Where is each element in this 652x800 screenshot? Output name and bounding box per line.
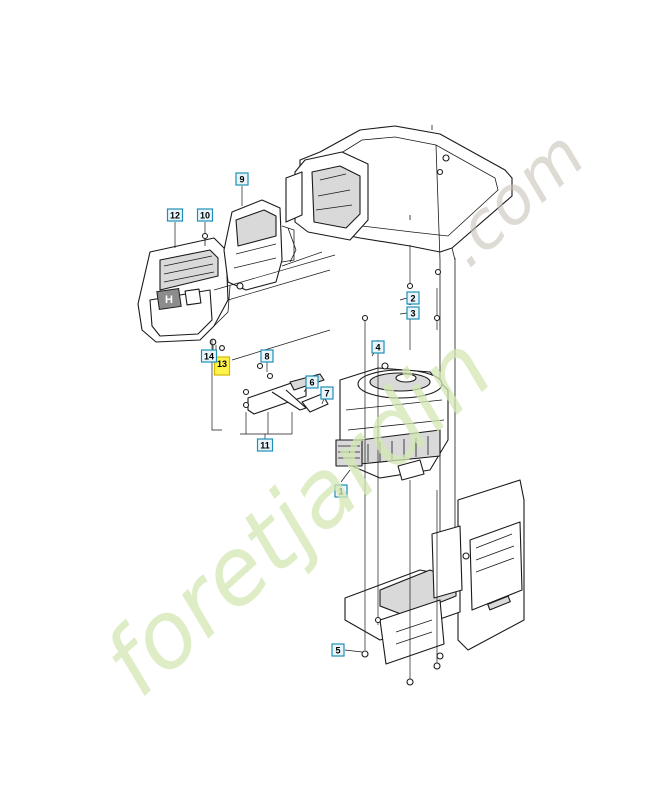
callout-7: 7	[320, 386, 334, 400]
callout-3: 3	[406, 306, 420, 320]
callout-text-12: 12	[170, 211, 180, 221]
callout-13: 13	[213, 356, 231, 376]
callout-text-3: 3	[410, 309, 415, 319]
projection-lines	[211, 251, 336, 431]
callout-box-5	[331, 643, 345, 657]
callout-box-9	[235, 172, 249, 186]
callout-text-2: 2	[410, 294, 415, 304]
mounting-bracket	[285, 151, 369, 263]
callout-box-11	[256, 438, 274, 452]
engine	[335, 362, 449, 481]
callout-9: 9	[235, 172, 249, 186]
callout-4: 4	[371, 340, 385, 354]
callout-14: 14	[200, 349, 218, 363]
callout-box-12	[166, 208, 184, 222]
callout-text-9: 9	[239, 175, 244, 185]
callout-5: 5	[331, 643, 345, 657]
callout-text-4: 4	[375, 343, 380, 353]
callout-11: 11	[256, 438, 274, 452]
callout-2: 2	[406, 291, 420, 305]
callout-box-8	[260, 349, 274, 363]
callout-box-7	[320, 386, 334, 400]
callout-1: 1	[334, 484, 348, 498]
callout-box-13	[213, 356, 231, 376]
callout-text-1: 1	[338, 487, 343, 497]
callout-text-5: 5	[335, 646, 340, 656]
watermark-text-main: foretjardin	[83, 315, 512, 717]
callout-text-6: 6	[309, 378, 314, 388]
svg-text:H: H	[165, 294, 173, 306]
callout-text-7: 7	[324, 389, 329, 399]
callout-10: 10	[196, 208, 214, 222]
engine-mount-brackets	[242, 362, 329, 415]
callout-box-10	[196, 208, 214, 222]
callout-6: 6	[305, 375, 319, 389]
callout-12: 12	[166, 208, 184, 222]
callout-box-2	[406, 291, 420, 305]
callout-text-11: 11	[260, 441, 270, 451]
callout-text-14: 14	[204, 352, 214, 362]
callout-text-8: 8	[264, 352, 269, 362]
callout-box-3	[406, 306, 420, 320]
callout-box-6	[305, 375, 319, 389]
callout-8: 8	[260, 349, 274, 363]
callout-box-1	[334, 484, 348, 498]
front-grille-shroud: H	[137, 237, 231, 343]
callout-text-13: 13	[217, 359, 227, 369]
callout-box-4	[371, 340, 385, 354]
callout-text-10: 10	[200, 211, 210, 221]
hood-panel	[223, 199, 295, 291]
callout-box-14	[200, 349, 218, 363]
